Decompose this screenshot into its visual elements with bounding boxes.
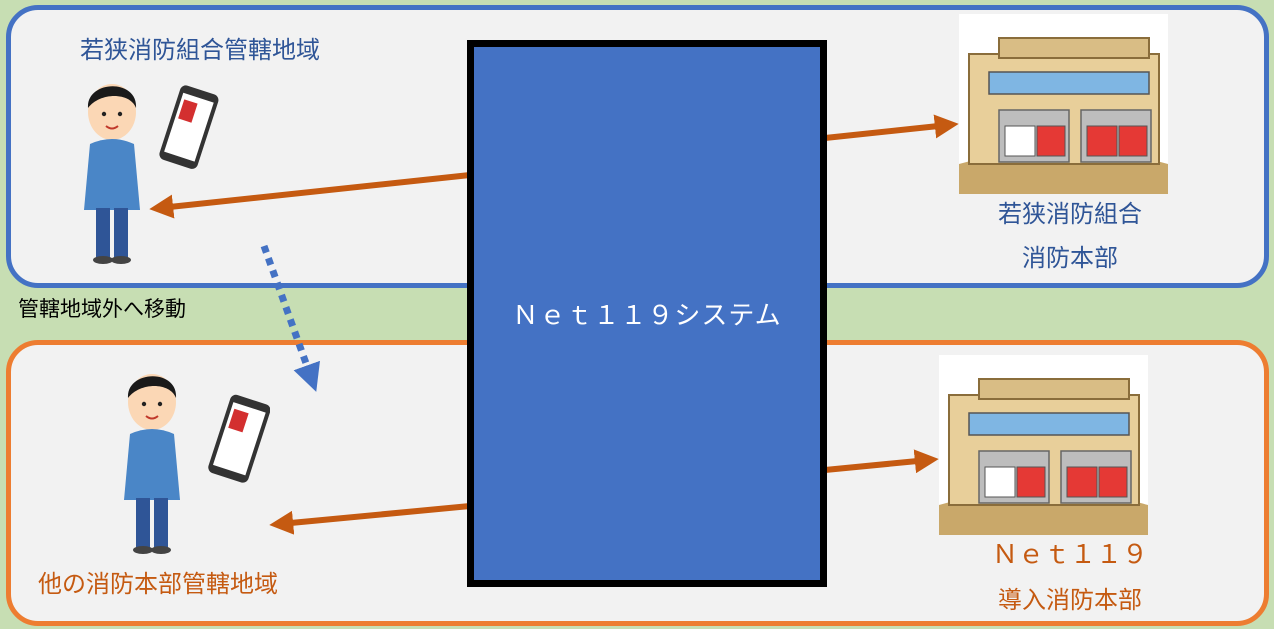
top-hq-label-line1: 若狭消防組合 [998, 200, 1142, 228]
smartphone-icon [159, 85, 219, 169]
arrow-to-top-hq [824, 114, 959, 141]
bottom-hq-label-line1: Ｎｅｔ１１９ [991, 540, 1148, 570]
top-area-label: 若狭消防組合管轄地域 [80, 36, 320, 64]
bottom-user-person-icon [124, 374, 270, 554]
top-hq-label-line2: 消防本部 [1022, 244, 1118, 272]
arrow-to-bottom-user [269, 503, 471, 535]
move-label: 管轄地域外へ移動 [18, 297, 186, 321]
top-user-person-icon [84, 84, 219, 264]
arrow-to-bottom-hq [824, 449, 939, 474]
top-fire-station-icon [959, 14, 1168, 194]
move-dotted-arrow [260, 244, 320, 392]
person-figure [124, 374, 180, 554]
bottom-area-label: 他の消防本部管轄地域 [38, 570, 278, 598]
bottom-fire-station-icon [939, 355, 1148, 535]
smartphone-icon [208, 394, 270, 483]
system-label: Ｎｅｔ１１９システム [512, 301, 782, 331]
arrow-to-top-user [149, 172, 471, 219]
net119-system-box: Ｎｅｔ１１９システム [467, 40, 827, 587]
bottom-hq-label-line2: 導入消防本部 [998, 586, 1142, 614]
person-figure [84, 84, 140, 264]
